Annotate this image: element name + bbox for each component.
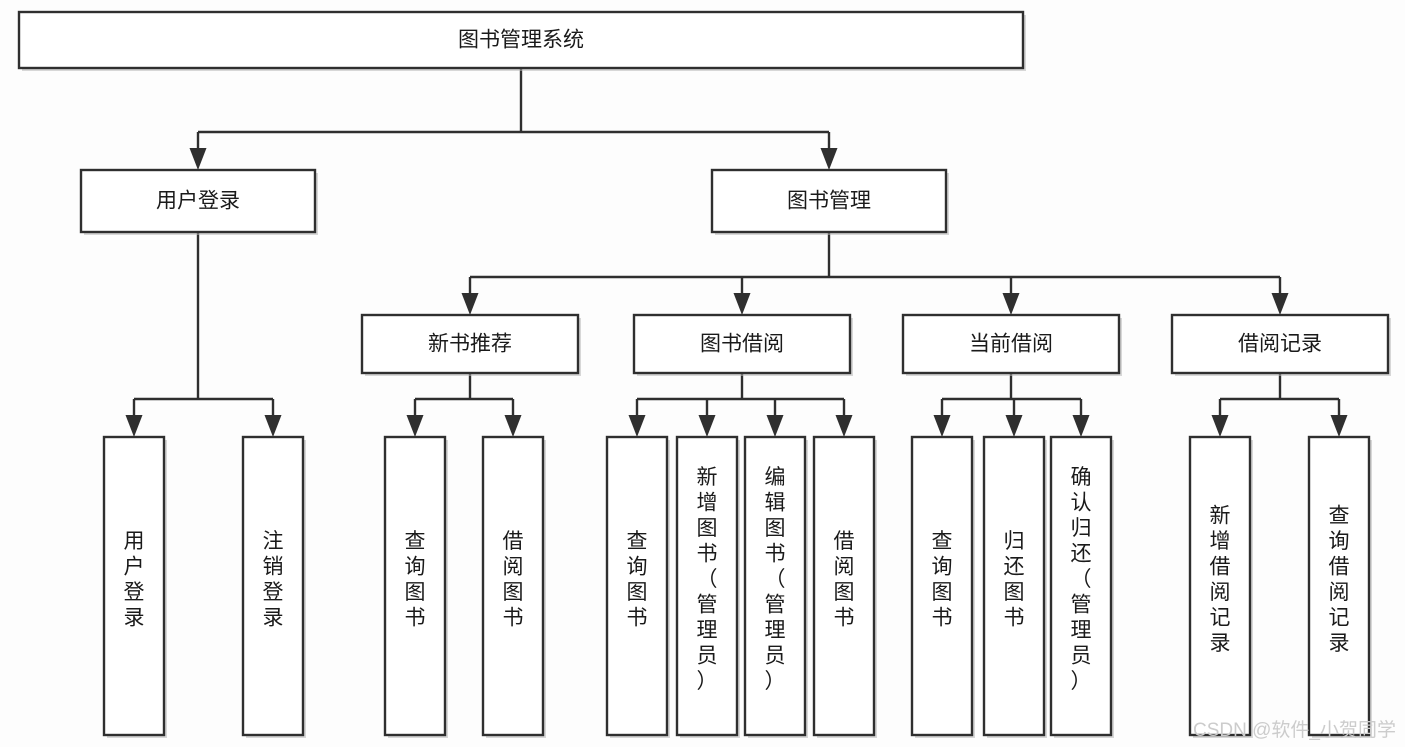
- connector-group-book-borrow: [628, 373, 853, 437]
- node-leaf-borrow-book-1[interactable]: 借阅图书: [481, 435, 546, 738]
- node-leaf-return-book[interactable]: 归还图书: [982, 435, 1047, 738]
- arrow-head-icon: [125, 415, 143, 437]
- node-leaf-borrow-book-2[interactable]: 借阅图书: [812, 435, 877, 738]
- arrow-head-icon: [1330, 415, 1348, 437]
- node-label: 新书推荐: [428, 333, 512, 356]
- node-leaf-query-record[interactable]: 查询借阅记录: [1307, 435, 1372, 738]
- node-label: 归还图书: [1004, 530, 1025, 630]
- node-book-borrow[interactable]: 图书借阅: [632, 313, 853, 376]
- node-label: 借阅图书: [503, 530, 524, 630]
- connector-group-root: [189, 68, 838, 170]
- node-leaf-confirm-return[interactable]: 确认归还（管理员）: [1049, 435, 1114, 738]
- node-root[interactable]: 图书管理系统: [17, 10, 1026, 71]
- node-leaf-add-record[interactable]: 新增借阅记录: [1188, 435, 1253, 738]
- node-leaf-user-logout[interactable]: 注销登录: [241, 435, 306, 738]
- node-label: 借阅记录: [1238, 333, 1322, 356]
- node-current-borrow[interactable]: 当前借阅: [901, 313, 1122, 376]
- node-leaf-query-book-3[interactable]: 查询图书: [910, 435, 975, 738]
- node-label: 查询借阅记录: [1329, 504, 1350, 655]
- arrow-head-icon: [733, 293, 751, 315]
- arrow-head-icon: [189, 148, 207, 170]
- node-layer: 图书管理系统用户登录图书管理新书推荐图书借阅当前借阅借阅记录用户登录注销登录查询…: [17, 10, 1391, 738]
- node-leaf-query-book-2[interactable]: 查询图书: [605, 435, 670, 738]
- connector-layer: [125, 68, 1348, 437]
- arrow-head-icon: [264, 415, 282, 437]
- arrow-head-icon: [698, 415, 716, 437]
- arrow-head-icon: [406, 415, 424, 437]
- node-label: 确认归还（管理员）: [1071, 466, 1092, 693]
- arrow-head-icon: [1002, 293, 1020, 315]
- node-label: 当前借阅: [969, 333, 1053, 356]
- arrow-head-icon: [628, 415, 646, 437]
- csdn-watermark: CSDN @软件_小贺同学: [1193, 719, 1396, 741]
- node-leaf-query-book-1[interactable]: 查询图书: [383, 435, 448, 738]
- node-leaf-add-book[interactable]: 新增图书（管理员）: [675, 435, 740, 738]
- node-label: 编辑图书（管理员）: [765, 466, 786, 693]
- node-borrow-record[interactable]: 借阅记录: [1170, 313, 1391, 376]
- arrow-head-icon: [1072, 415, 1090, 437]
- node-label: 查询图书: [627, 530, 648, 630]
- arrow-head-icon: [504, 415, 522, 437]
- node-label: 用户登录: [124, 530, 145, 630]
- node-label: 图书借阅: [700, 333, 784, 356]
- node-book-manage[interactable]: 图书管理: [710, 168, 949, 235]
- arrow-head-icon: [461, 293, 479, 315]
- node-user-login[interactable]: 用户登录: [79, 168, 318, 235]
- arrow-head-icon: [1211, 415, 1229, 437]
- node-label: 注销登录: [263, 530, 284, 630]
- node-label: 用户登录: [156, 190, 240, 213]
- connector-group-new-book-recommend: [406, 373, 522, 437]
- node-leaf-user-login[interactable]: 用户登录: [102, 435, 167, 738]
- connector-group-book-manage: [461, 232, 1289, 315]
- node-leaf-edit-book[interactable]: 编辑图书（管理员）: [743, 435, 808, 738]
- node-label: 新增图书（管理员）: [697, 466, 718, 693]
- connector-group-user-login: [125, 232, 282, 437]
- node-label: 查询图书: [932, 530, 953, 630]
- node-label: 借阅图书: [834, 530, 855, 630]
- node-label: 图书管理: [787, 190, 871, 213]
- node-new-book-recommend[interactable]: 新书推荐: [360, 313, 581, 376]
- arrow-head-icon: [933, 415, 951, 437]
- arrow-head-icon: [1271, 293, 1289, 315]
- arrow-head-icon: [1005, 415, 1023, 437]
- node-label: 查询图书: [405, 530, 426, 630]
- connector-group-current-borrow: [933, 373, 1090, 437]
- arrow-head-icon: [820, 148, 838, 170]
- node-label: 图书管理系统: [458, 29, 584, 52]
- node-label: 新增借阅记录: [1210, 504, 1231, 655]
- connector-group-borrow-record: [1211, 373, 1348, 437]
- arrow-head-icon: [835, 415, 853, 437]
- arrow-head-icon: [766, 415, 784, 437]
